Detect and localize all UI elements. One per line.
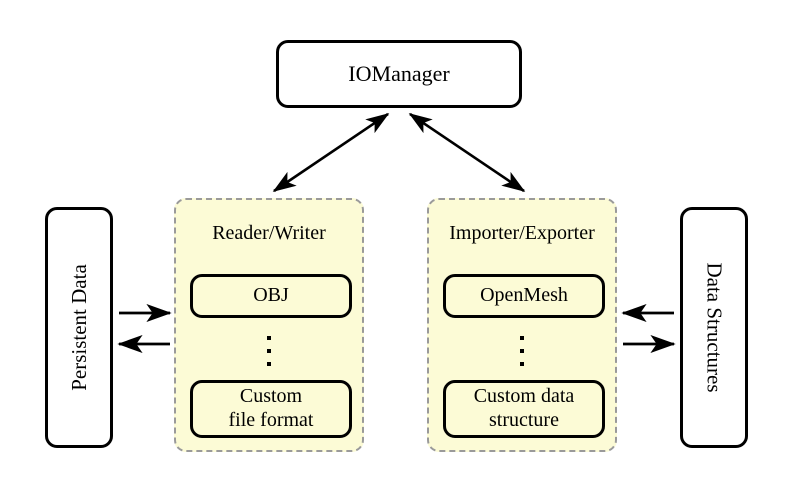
importer-exporter-panel-title: Importer/Exporter bbox=[449, 222, 595, 244]
reader-writer-item-obj[interactable]: OBJ bbox=[190, 274, 352, 318]
persistent-data-node[interactable]: Persistent Data bbox=[45, 207, 113, 448]
iomanager-node[interactable]: IOManager bbox=[276, 40, 522, 108]
custom-data-structure-line-1: Custom data bbox=[473, 385, 575, 408]
importer-exporter-item-custom-data-structure[interactable]: Custom data structure bbox=[443, 380, 605, 438]
importer-exporter-item-custom-data-structure-label: Custom data structure bbox=[474, 385, 575, 432]
data-structures-label: Data Structures bbox=[702, 262, 727, 393]
arrow-iomanager-importer-exporter bbox=[408, 112, 526, 193]
arrow-iomanager-reader-writer bbox=[272, 112, 390, 193]
reader-writer-item-custom-file-format-label: Custom file format bbox=[229, 385, 314, 432]
iomanager-label: IOManager bbox=[348, 61, 450, 86]
custom-file-format-line-1: Custom bbox=[239, 385, 303, 408]
custom-data-structure-line-2: structure bbox=[489, 409, 559, 431]
reader-writer-item-obj-label: OBJ bbox=[253, 284, 289, 307]
importer-exporter-panel[interactable]: Importer/Exporter OpenMesh Custom data s… bbox=[427, 198, 617, 452]
importer-exporter-item-openmesh[interactable]: OpenMesh bbox=[443, 274, 605, 318]
data-structures-node[interactable]: Data Structures bbox=[680, 207, 748, 448]
persistent-data-label: Persistent Data bbox=[66, 264, 91, 391]
reader-writer-ellipsis-icon bbox=[176, 336, 362, 366]
reader-writer-panel-title: Reader/Writer bbox=[212, 222, 326, 244]
importer-exporter-item-openmesh-label: OpenMesh bbox=[480, 284, 568, 307]
reader-writer-panel[interactable]: Reader/Writer OBJ Custom file format bbox=[174, 198, 364, 452]
importer-exporter-ellipsis-icon bbox=[429, 336, 615, 366]
reader-writer-item-custom-file-format[interactable]: Custom file format bbox=[190, 380, 352, 438]
custom-file-format-line-2: file format bbox=[228, 409, 314, 431]
